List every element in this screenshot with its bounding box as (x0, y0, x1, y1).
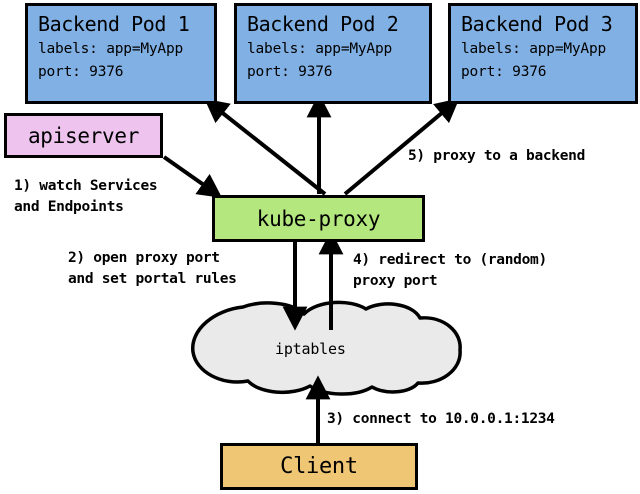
apiserver-label: apiserver (27, 123, 140, 148)
step-1-line-1: 1) watch Services (14, 178, 158, 194)
step-2-annotation: 2) open proxy port and set portal rules (68, 248, 237, 290)
step-2-line-1: 2) open proxy port (68, 250, 220, 266)
backend-pod-1-title: Backend Pod 1 (38, 12, 190, 36)
iptables-label: iptables (275, 340, 346, 358)
step-1-line-2: and Endpoints (14, 199, 124, 215)
kube-proxy-label: kube-proxy (256, 206, 381, 231)
backend-pod-1-labels: labels: app=MyApp (38, 41, 184, 57)
step-4-annotation: 4) redirect to (random) proxy port (353, 250, 547, 292)
backend-pod-3-labels: labels: app=MyApp (461, 41, 607, 57)
backend-pod-2-title: Backend Pod 2 (247, 12, 399, 36)
backend-pod-1-box[interactable]: Backend Pod 1 labels: app=MyApp port: 93… (25, 3, 217, 104)
client-box[interactable]: Client (220, 443, 418, 490)
iptables-cloud-shape (191, 300, 462, 396)
step-4-line-2: proxy port (353, 273, 438, 289)
step-3-annotation: 3) connect to 10.0.0.1:1234 (327, 409, 555, 430)
step-1-annotation: 1) watch Services and Endpoints (14, 176, 158, 218)
kube-proxy-box[interactable]: kube-proxy (212, 195, 425, 242)
step-2-line-2: and set portal rules (68, 271, 237, 287)
apiserver-box[interactable]: apiserver (4, 113, 163, 158)
step-5-annotation: 5) proxy to a backend (408, 146, 585, 167)
step-5-line-1: 5) proxy to a backend (408, 148, 586, 164)
backend-pod-3-port: port: 9376 (461, 64, 547, 80)
backend-pod-3-box[interactable]: Backend Pod 3 labels: app=MyApp port: 93… (448, 3, 638, 104)
backend-pod-3-title: Backend Pod 3 (461, 12, 613, 36)
backend-pod-1-port: port: 9376 (38, 64, 124, 80)
step-4-line-1: 4) redirect to (random) (353, 252, 547, 268)
step-3-line-1: 3) connect to 10.0.0.1:1234 (327, 411, 555, 427)
backend-pod-2-box[interactable]: Backend Pod 2 labels: app=MyApp port: 93… (234, 3, 432, 104)
backend-pod-2-labels: labels: app=MyApp (247, 41, 393, 57)
backend-pod-2-port: port: 9376 (247, 64, 333, 80)
client-label: Client (280, 454, 358, 479)
